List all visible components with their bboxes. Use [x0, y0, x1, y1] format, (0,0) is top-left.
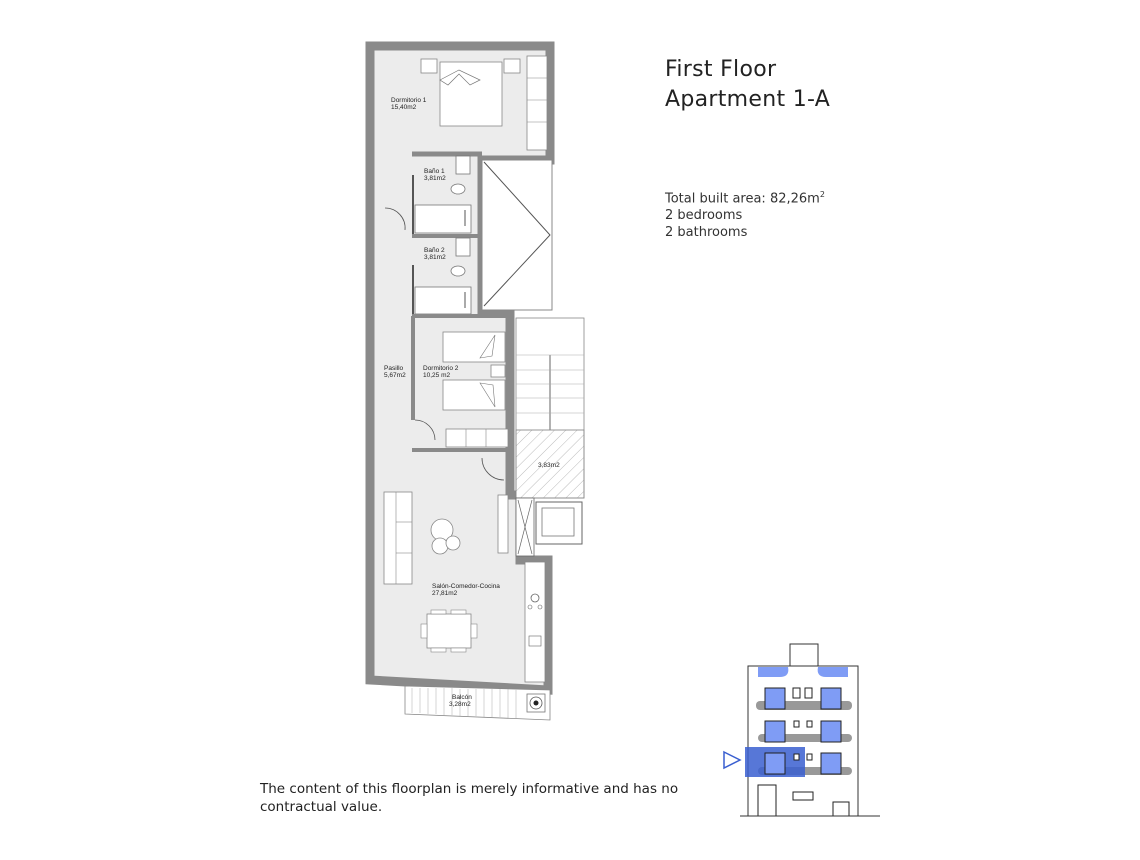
bathroom-count: 2 bathrooms	[665, 225, 748, 241]
bathroom-2: Baño 2 3,81m2	[412, 237, 472, 315]
svg-text:10,25 m2: 10,25 m2	[423, 372, 450, 379]
svg-text:Baño 2: Baño 2	[424, 247, 445, 254]
apartment-specs: Total built area: 82,26m2 2 bedrooms 2 b…	[665, 186, 825, 241]
bathroom-1: Baño 1 3,81m2	[412, 155, 472, 235]
living-kitchen: Salón-Comedor-Cocina 27,81m2	[383, 491, 546, 683]
apartment-label: Apartment 1-A	[665, 87, 831, 112]
disclaimer: The content of this floorplan is merely …	[260, 781, 679, 815]
total-area: Total built area: 82,26m2	[665, 190, 825, 207]
current-floor-marker-icon	[723, 750, 742, 770]
svg-text:3,81m2: 3,81m2	[424, 175, 446, 182]
balcony: Balcón 3,28m2	[404, 685, 551, 721]
room-label-landing: 3,83m2	[538, 462, 560, 469]
room-label-dormitorio-1: Dormitorio 1	[391, 97, 427, 104]
svg-text:Dormitorio 2: Dormitorio 2	[423, 365, 459, 372]
bedroom-1: Dormitorio 1 15,40m2	[391, 55, 548, 151]
floor-label: First Floor	[665, 57, 777, 82]
svg-text:15,40m2: 15,40m2	[391, 104, 417, 111]
svg-text:Balcón: Balcón	[452, 694, 472, 701]
stairwell: 3,83m2	[515, 317, 585, 557]
bedroom-count: 2 bedrooms	[665, 208, 743, 224]
svg-text:27,81m2: 27,81m2	[432, 590, 458, 597]
svg-text:Baño 1: Baño 1	[424, 168, 445, 175]
svg-text:3,28m2: 3,28m2	[449, 701, 471, 708]
svg-text:3,81m2: 3,81m2	[424, 254, 446, 261]
svg-text:Salón-Comedor-Cocina: Salón-Comedor-Cocina	[432, 583, 500, 590]
light-well	[481, 159, 553, 311]
building-elevation-key	[723, 643, 880, 817]
bedroom-2: Dormitorio 2 10,25 m2	[411, 316, 512, 452]
plan-title: First Floor Apartment 1-A	[665, 55, 830, 115]
svg-text:5,67m2: 5,67m2	[384, 372, 406, 379]
room-label-pasillo: Pasillo	[384, 365, 404, 372]
